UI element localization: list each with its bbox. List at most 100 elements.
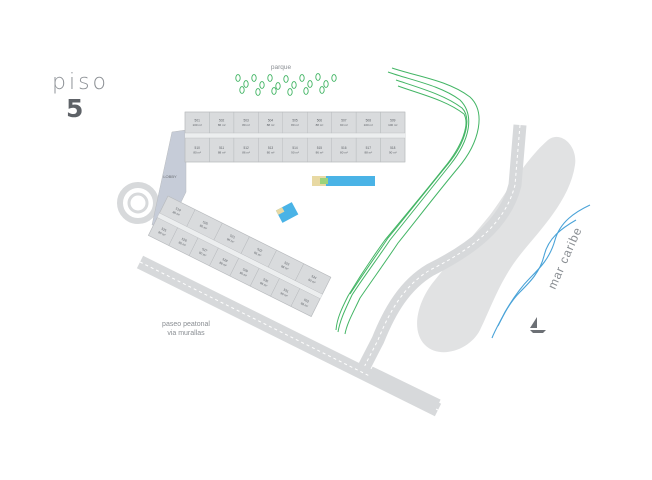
floor-number: 5 (66, 94, 84, 123)
unit-number: 520 (202, 220, 209, 226)
coastal-road (354, 124, 527, 378)
unit-number: 531 (283, 288, 290, 294)
unit-area: 80 m² (340, 151, 348, 155)
unit-number: 529 (242, 267, 249, 273)
unit-area: 90 m² (280, 291, 289, 298)
tree-icon (267, 74, 273, 82)
unit-number: 527 (201, 247, 208, 253)
unit-area: 80 m² (199, 224, 208, 231)
tree-icon (283, 75, 289, 83)
unit-area: 86 m² (316, 151, 324, 155)
unit-area: 90 m² (308, 278, 317, 285)
floor-label: piso (52, 70, 109, 95)
unit-area: 88 m² (364, 151, 372, 155)
tree-icon (239, 86, 245, 94)
unit-number: 515 (317, 146, 323, 150)
tree-icon (307, 80, 313, 88)
unit-number: 528 (222, 257, 229, 263)
tree-icon (243, 80, 249, 88)
unit-area: 86 m² (253, 251, 262, 258)
unit-number: 519 (175, 207, 182, 213)
lobby-label: LOBBY (163, 174, 177, 179)
tree-icon (331, 74, 337, 82)
unit-area: 88 m² (280, 264, 289, 271)
unit-area: 80 m² (239, 271, 248, 278)
promenade-label-1: paseo peatonal (162, 321, 210, 328)
unit-area: 88 m² (300, 301, 309, 308)
unit-area: 90 m² (291, 151, 299, 155)
unit-area: 80 m² (242, 123, 250, 127)
unit-number: 524 (311, 274, 318, 280)
tree-icon (319, 86, 325, 94)
unit-number: 505 (292, 119, 298, 123)
unit-number: 502 (219, 119, 225, 123)
unit-number: 509 (390, 119, 396, 123)
unit-number: 504 (268, 119, 274, 123)
unit-area: 80 m² (193, 151, 201, 155)
unit-number: 508 (366, 119, 372, 123)
tree-icon (271, 87, 277, 95)
park-boundary (335, 67, 480, 335)
unit-area: 100 m² (364, 123, 373, 127)
promenade-label-2: via murallas (167, 330, 205, 337)
unit-number: 503 (243, 119, 249, 123)
unit-number: 523 (284, 261, 291, 267)
tree-icon (291, 81, 297, 89)
unit-area: 80 m² (267, 151, 275, 155)
unit-area: 86 m² (218, 123, 226, 127)
unit-area: 90 m² (198, 251, 207, 258)
unit-number: 512 (243, 146, 249, 150)
unit-area: 88 m² (316, 123, 324, 127)
unit-number: 532 (303, 298, 310, 304)
sea-label: mar caribe (545, 225, 585, 292)
unit-number: 530 (262, 277, 269, 283)
unit-area: 90 m² (340, 123, 348, 127)
tree-icon (235, 74, 241, 82)
pool (312, 176, 375, 186)
unit-area: 88 m² (267, 123, 275, 127)
unit-number: 517 (366, 146, 372, 150)
unit-number: 518 (390, 146, 396, 150)
unit-area: 100 m² (388, 123, 397, 127)
unit-number: 507 (341, 119, 347, 123)
unit-area: 88 m² (218, 151, 226, 155)
unit-number: 526 (181, 237, 188, 243)
unit-area: 100 m² (193, 123, 202, 127)
unit-number: 514 (292, 146, 298, 150)
tree-icon (275, 82, 281, 90)
tree-icon (323, 80, 329, 88)
unit-area: 86 m² (178, 240, 187, 247)
tree-icon (259, 81, 265, 89)
boat-icon (530, 317, 546, 333)
tree-icon (251, 74, 257, 82)
sea-waves (491, 204, 591, 339)
unit-area: 86 m² (172, 210, 181, 217)
tree-icon (287, 88, 293, 96)
unit-number: 501 (195, 119, 201, 123)
unit-number: 522 (256, 247, 263, 253)
unit-area: 80 m² (291, 123, 299, 127)
unit-area: 90 m² (389, 151, 397, 155)
unit-number: 521 (229, 234, 236, 240)
unit-number: 516 (341, 146, 347, 150)
unit-number: 525 (161, 227, 168, 233)
unit-area: 90 m² (226, 237, 235, 244)
unit-area: 80 m² (158, 230, 167, 237)
park-trees (235, 73, 337, 96)
park-label: parque (271, 64, 292, 71)
tree-icon (303, 87, 309, 95)
tree-icon (255, 88, 261, 96)
unit-area: 86 m² (259, 281, 268, 288)
sea-area (417, 136, 576, 353)
